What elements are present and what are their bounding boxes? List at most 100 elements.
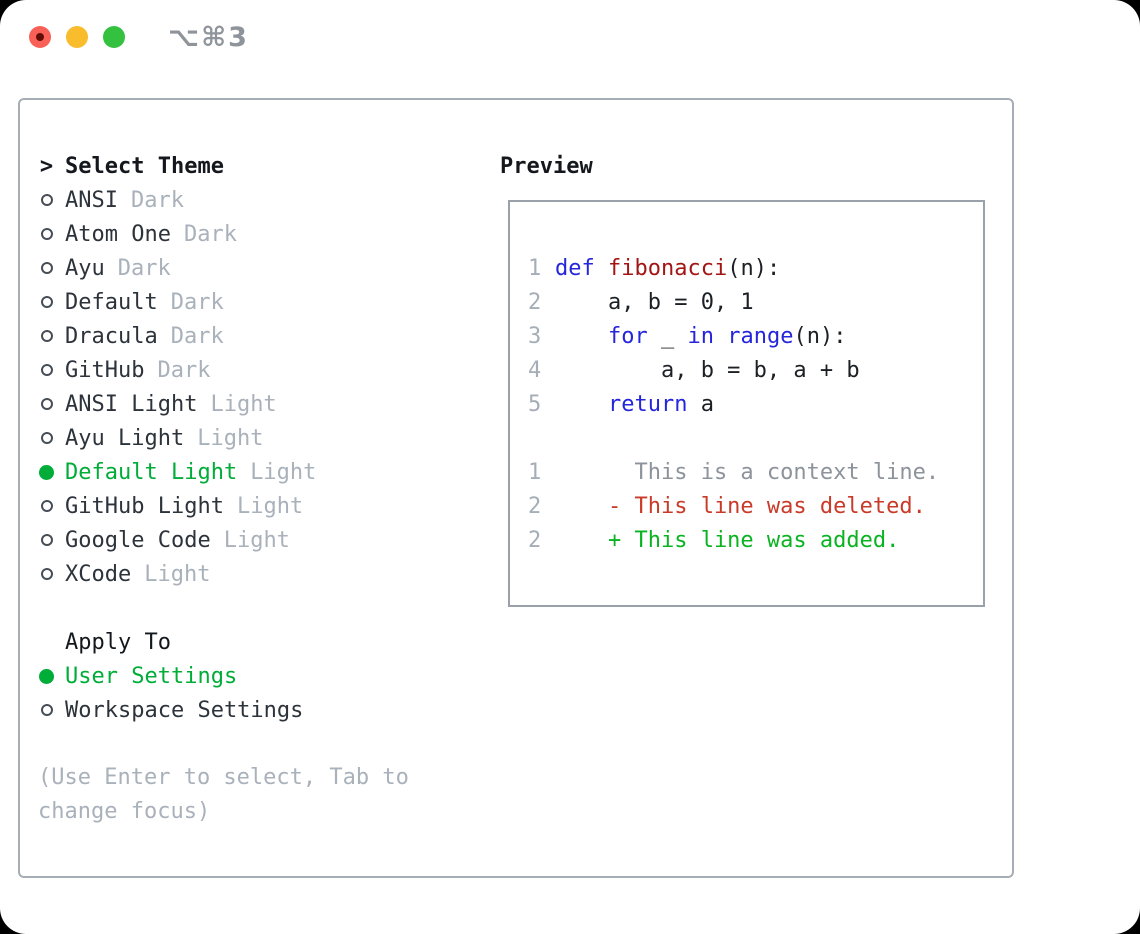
code-line: 2 + This line was added.: [528, 523, 983, 557]
code-token-kw: return: [607, 391, 688, 417]
option-label: Default Light: [65, 459, 238, 485]
radio-icon: [38, 262, 55, 274]
code-token-plain: [595, 256, 608, 281]
option-label: ANSI Light: [65, 391, 198, 417]
option-variant-tag: Light: [223, 527, 290, 553]
radio-icon: [38, 398, 55, 410]
option-apply-user-settings[interactable]: User Settings: [38, 659, 409, 693]
option-variant-tag: Light: [197, 425, 264, 451]
code-token-plain: (n):: [793, 323, 847, 349]
code-token-plain: (n):: [727, 255, 781, 281]
code-token-kw: for: [607, 323, 648, 349]
option-theme-ayu-light[interactable]: Ayu Light Light: [38, 421, 409, 455]
focus-caret-icon: >: [39, 153, 54, 179]
option-label: Ayu Light: [65, 425, 185, 451]
option-label: XCode: [65, 561, 132, 587]
code-token-ctx: This is a context line.: [555, 459, 940, 485]
code-token-plain: a: [687, 391, 714, 417]
option-theme-ansi-light[interactable]: ANSI Light Light: [38, 387, 409, 421]
radio-dot: [40, 364, 53, 376]
option-theme-google-code[interactable]: Google Code Light: [38, 523, 409, 557]
line-number: 4: [528, 357, 542, 383]
radio-dot: [40, 194, 53, 206]
option-label: ANSI: [65, 187, 118, 213]
radio-icon: [38, 432, 55, 444]
radio-dot: [40, 228, 53, 240]
code-line: 2 - This line was deleted.: [528, 489, 983, 523]
code-line: 4 a, b = b, a + b: [528, 353, 983, 387]
hint-line: change focus): [38, 799, 211, 824]
code-token-plain: [555, 324, 608, 349]
option-variant-tag: Dark: [170, 289, 224, 315]
option-theme-github-light[interactable]: GitHub Light Light: [38, 489, 409, 523]
option-theme-default-light[interactable]: Default Light Light: [38, 455, 409, 489]
radio-selected-icon: [38, 464, 55, 480]
option-variant-tag: Light: [250, 459, 317, 485]
code-token-fn: fibonacci: [608, 255, 728, 281]
radio-icon: [38, 568, 55, 580]
line-number: 5: [528, 391, 542, 417]
radio-icon: [38, 500, 55, 512]
spacer: [38, 727, 409, 761]
option-label: GitHub Light: [65, 493, 224, 519]
option-variant-tag: Light: [210, 391, 277, 417]
code-token-plain: [555, 392, 608, 417]
option-label: Google Code: [65, 527, 211, 553]
line-text: a, b = 0, 1: [555, 290, 754, 315]
option-variant-tag: Light: [236, 493, 304, 519]
option-variant-tag: Dark: [170, 323, 224, 349]
apply-to-label: Apply To: [65, 629, 171, 655]
radio-dot: [40, 262, 53, 274]
radio-icon: [38, 330, 55, 342]
line-number: 1: [528, 255, 542, 281]
line-text: - This line was deleted.: [555, 494, 926, 519]
option-label: Workspace Settings: [65, 697, 304, 723]
radio-dot: [40, 704, 53, 716]
radio-selected-icon: [38, 668, 55, 684]
option-theme-ansi[interactable]: ANSI Dark: [38, 183, 409, 217]
radio-icon: [38, 704, 55, 716]
option-variant-tag: Dark: [130, 187, 184, 213]
option-variant-tag: Dark: [157, 357, 211, 383]
code-line: 1 This is a context line.: [528, 455, 983, 489]
code-line: 5 return a: [528, 387, 983, 421]
preview-title: Preview: [500, 153, 593, 179]
line-text: return a: [555, 392, 714, 417]
code-line: 2 a, b = 0, 1: [528, 285, 983, 319]
maximize-button[interactable]: [103, 26, 125, 48]
radio-dot: [40, 568, 53, 580]
code-token-kw: def: [555, 255, 595, 281]
code-line: 3 for _ in range(n):: [528, 319, 983, 353]
code-token-plain: a, b = 0, 1: [555, 289, 754, 315]
code-token-plain: _: [647, 323, 688, 349]
radio-icon: [38, 194, 55, 206]
radio-icon: [38, 364, 55, 376]
option-variant-tag: Dark: [117, 255, 171, 281]
line-text: a, b = b, a + b: [555, 358, 860, 383]
radio-dot: [40, 432, 53, 444]
line-number: 2: [528, 289, 542, 315]
apply-to-header: Apply To: [38, 625, 409, 659]
close-button[interactable]: [29, 26, 51, 48]
window-shortcut-label: ⌥⌘3: [168, 22, 249, 53]
hint-line: (Use Enter to select, Tab to: [38, 765, 409, 790]
line-text: + This line was added.: [555, 528, 899, 553]
option-apply-workspace-settings[interactable]: Workspace Settings: [38, 693, 409, 727]
radio-icon: [38, 534, 55, 546]
spacer: [38, 591, 409, 625]
line-number: 2: [528, 493, 542, 519]
code-token-kw: range: [727, 323, 794, 349]
minimize-button[interactable]: [66, 26, 88, 48]
